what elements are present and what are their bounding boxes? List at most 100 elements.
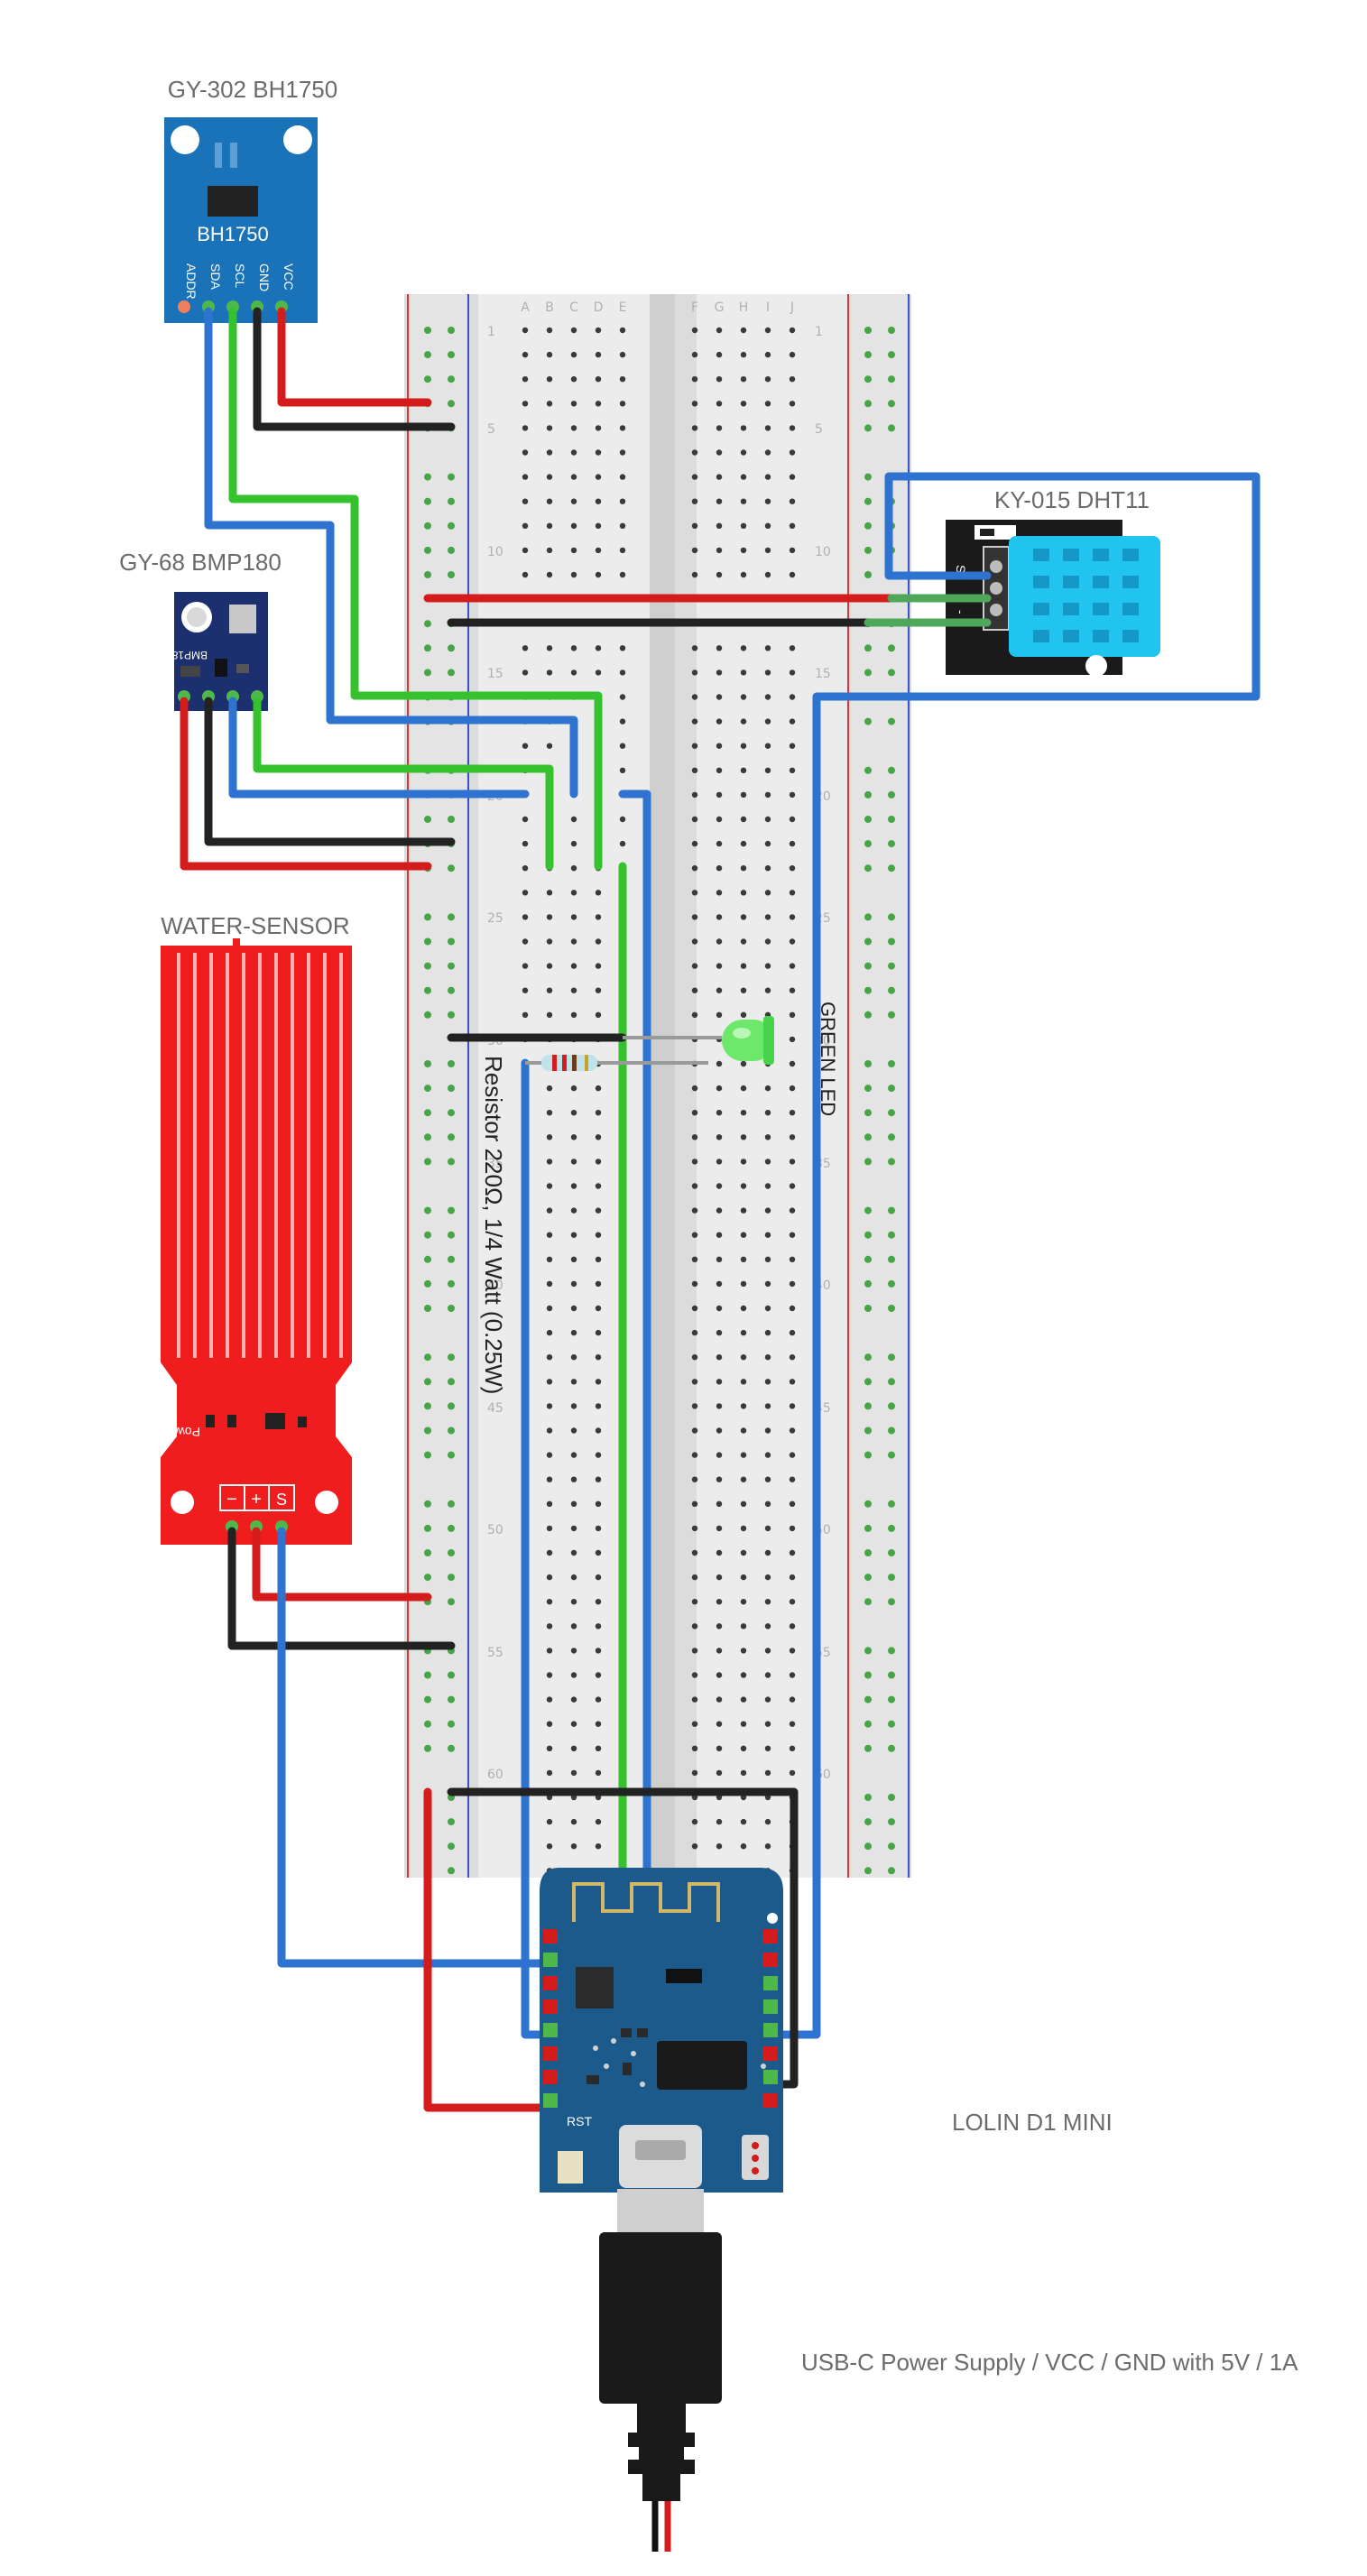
breadboard-hole [570, 1379, 577, 1385]
breadboard-hole [570, 1207, 577, 1214]
breadboard-hole [764, 1159, 771, 1165]
breadboard-hole [740, 1329, 747, 1336]
breadboard-hole [448, 1598, 455, 1606]
breadboard-hole [546, 1207, 553, 1214]
breadboard-hole [716, 890, 723, 896]
breadboard-hole [546, 987, 553, 993]
bh1750-pin-label: GND [257, 263, 272, 291]
breadboard-hole [864, 816, 872, 823]
breadboard-hole [716, 1648, 723, 1654]
breadboard-hole [691, 376, 698, 383]
breadboard-hole [691, 474, 698, 480]
breadboard-hole [691, 1354, 698, 1361]
breadboard-hole [789, 1648, 796, 1654]
breadboard-hole [595, 645, 602, 651]
breadboard-hole [522, 914, 529, 920]
breadboard-hole [522, 327, 529, 334]
breadboard-hole [424, 522, 431, 530]
breadboard-hole [740, 474, 747, 480]
breadboard-hole [864, 1353, 872, 1362]
breadboard-hole [691, 1232, 698, 1238]
breadboard-hole [424, 1695, 431, 1703]
breadboard-hole [546, 1159, 553, 1165]
breadboard-hole [716, 1060, 723, 1067]
breadboard-hole [888, 669, 895, 677]
breadboard-hole [740, 1427, 747, 1434]
breadboard-hole [740, 498, 747, 504]
breadboard-hole [716, 645, 723, 651]
breadboard-hole [448, 1695, 455, 1703]
breadboard-hole [448, 1011, 455, 1019]
breadboard-hole [789, 351, 796, 358]
breadboard-hole [864, 669, 872, 677]
breadboard-hole [764, 571, 771, 578]
breadboard-hole [789, 571, 796, 578]
breadboard-hole [570, 963, 577, 969]
breadboard-column-labels-right: F G H I J [691, 300, 794, 315]
breadboard-hole [716, 1574, 723, 1581]
breadboard-hole [740, 1574, 747, 1581]
breadboard-hole [546, 351, 553, 358]
breadboard-hole [691, 1452, 698, 1458]
breadboard-hole [595, 1476, 602, 1482]
breadboard-hole [764, 669, 771, 676]
breadboard-hole [716, 938, 723, 945]
breadboard-hole [448, 473, 455, 481]
breadboard-hole [864, 913, 872, 921]
breadboard-hole [888, 717, 895, 725]
breadboard-hole [424, 1109, 431, 1117]
breadboard-hole [691, 351, 698, 358]
breadboard-hole [546, 1648, 553, 1654]
breadboard-hole [448, 1060, 455, 1067]
breadboard-hole [864, 1671, 872, 1679]
breadboard-hole [740, 1843, 747, 1850]
breadboard-hole [789, 718, 796, 725]
breadboard-hole [888, 1794, 895, 1801]
breadboard-hole [448, 1842, 455, 1851]
breadboard-hole [570, 1745, 577, 1752]
power-supply-label: USB-C Power Supply / VCC / GND with 5V /… [801, 2349, 1298, 2376]
breadboard-hole [740, 1060, 747, 1067]
breadboard-hole [691, 1427, 698, 1434]
breadboard-hole [864, 644, 872, 652]
breadboard-hole [691, 645, 698, 651]
bh1750-pin-label: ADDR [184, 263, 199, 300]
breadboard-hole [888, 986, 895, 994]
breadboard-hole [448, 1279, 455, 1288]
breadboard-hole [522, 743, 529, 749]
breadboard-hole [764, 498, 771, 504]
breadboard-hole [764, 1721, 771, 1727]
breadboard-hole [595, 498, 602, 504]
breadboard-hole [691, 865, 698, 872]
breadboard-hole [424, 1158, 431, 1166]
breadboard-hole [888, 864, 895, 873]
lolin-d1-mini-board: RST LOLIN D1 MINI [540, 1868, 1113, 2193]
breadboard-hole [546, 498, 553, 504]
breadboard-hole [691, 1549, 698, 1556]
breadboard-hole [570, 645, 577, 651]
breadboard-hole [424, 644, 431, 652]
breadboard-hole [740, 1085, 747, 1092]
breadboard-hole [888, 1279, 895, 1288]
breadboard-hole [595, 963, 602, 969]
breadboard-hole [691, 669, 698, 676]
breadboard-hole [424, 1085, 431, 1093]
row-number: 55 [487, 1646, 503, 1660]
breadboard-hole [619, 669, 626, 676]
breadboard-hole [716, 669, 723, 676]
breadboard-hole [546, 1769, 553, 1777]
breadboard-hole [716, 1280, 723, 1288]
breadboard-hole [522, 522, 529, 529]
breadboard-hole [691, 1721, 698, 1727]
breadboard-hole [546, 1427, 553, 1434]
wire-bh1750-sda [204, 307, 578, 799]
breadboard-hole [888, 1353, 895, 1362]
breadboard-hole [764, 1403, 771, 1409]
breadboard-hole [764, 1207, 771, 1214]
breadboard-hole [764, 1256, 771, 1263]
breadboard-hole [570, 474, 577, 480]
breadboard-hole [716, 1207, 723, 1214]
breadboard-hole [546, 1110, 553, 1116]
breadboard-hole [570, 1574, 577, 1581]
breadboard-hole [716, 1427, 723, 1434]
